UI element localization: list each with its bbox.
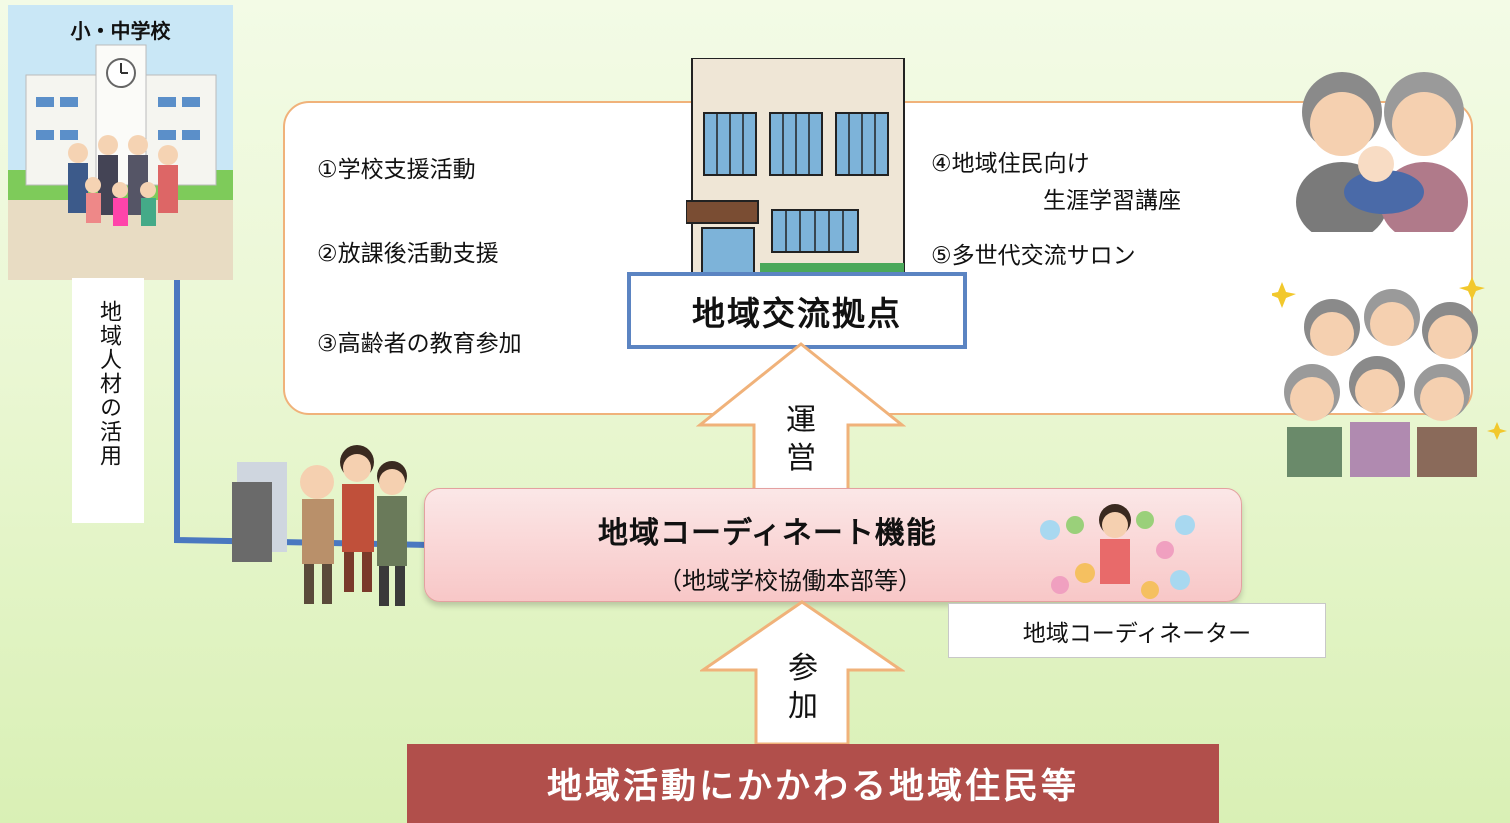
operate-label: 運営 xyxy=(771,402,831,478)
activity-lifelong-learning-line1: ④地域住民向け xyxy=(931,151,1090,177)
coordinate-function-subtitle: （地域学校協働本部等） xyxy=(658,567,922,595)
coordinate-function-title: 地域コーディネート機能 xyxy=(598,516,937,551)
activity-school-support: ①学校支援活動 xyxy=(317,157,476,183)
school-group-icon xyxy=(68,135,178,226)
elderly-group-icon xyxy=(1272,277,1507,477)
participate-label: 参加 xyxy=(773,650,833,726)
community-building-icon xyxy=(686,58,905,283)
activity-lifelong-learning-line2: 生涯学習講座 xyxy=(1043,188,1181,214)
participate-text: 参加 xyxy=(788,651,818,724)
activity-elderly-education: ③高齢者の教育参加 xyxy=(317,331,522,357)
coordinator-label: 地域コーディネーター xyxy=(948,603,1326,658)
operate-text: 運営 xyxy=(786,403,816,476)
school-card: 小・中学校 xyxy=(8,5,233,280)
talent-use-label: 地域人材の活用 xyxy=(96,300,121,468)
talent-use-label-box: 地域人材の活用 xyxy=(72,278,144,523)
walking-people-icon xyxy=(232,445,407,606)
residents-bar: 地域活動にかかわる地域住民等 xyxy=(407,744,1219,823)
school-label: 小・中学校 xyxy=(70,19,171,43)
grandparents-baby-icon xyxy=(1296,72,1468,232)
coordinator-person-icon xyxy=(1040,504,1195,599)
activity-salon: ⑤多世代交流サロン xyxy=(931,243,1136,269)
activity-afterschool: ②放課後活動支援 xyxy=(317,241,499,267)
hub-label: 地域交流拠点 xyxy=(627,272,967,349)
